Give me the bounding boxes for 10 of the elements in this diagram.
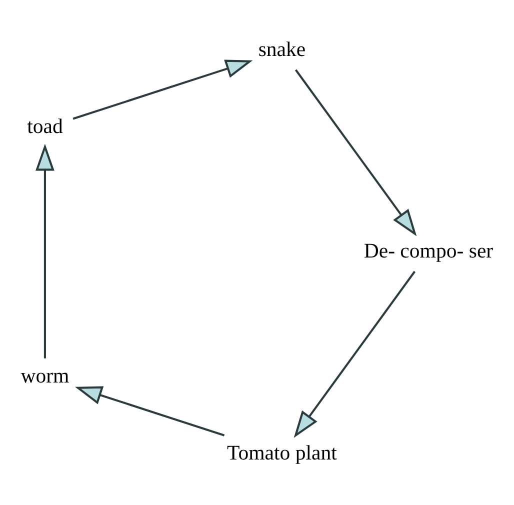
node-text: toad	[27, 115, 63, 138]
arrow	[36, 144, 54, 358]
arrow	[75, 386, 225, 436]
node-text: snake	[258, 38, 306, 62]
node-text: worm	[20, 364, 70, 388]
node-text: Tomato plant	[227, 441, 337, 464]
node-text: De- compo- ser	[364, 240, 494, 263]
arrow	[72, 60, 253, 120]
arrow	[294, 270, 416, 438]
arrow	[294, 69, 417, 236]
